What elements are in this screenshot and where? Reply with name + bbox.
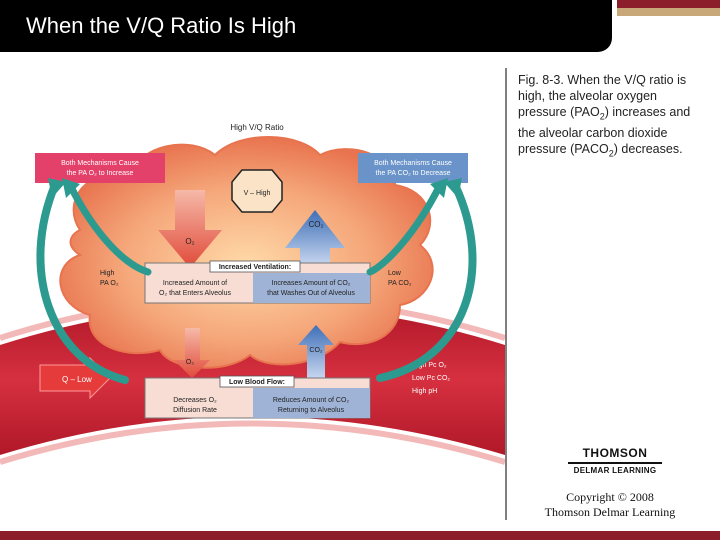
teal-arrowhead-right-inner xyxy=(430,178,448,198)
teal-arrow-left-inner xyxy=(66,181,152,276)
blood-right-line2: Low Pc CO₂ xyxy=(412,375,450,382)
o2-small-arrow xyxy=(174,328,210,378)
blood-flow-title: Low Blood Flow: xyxy=(229,379,285,386)
copyright-notice: Copyright © 2008 Thomson Delmar Learning xyxy=(520,490,700,520)
v-high-octagon xyxy=(231,169,283,213)
teal-arrowhead-right-outer xyxy=(444,178,462,198)
figure-caption: Fig. 8-3. When the V/Q ratio is high, th… xyxy=(518,73,691,158)
teal-arrowhead-left-outer xyxy=(48,178,66,198)
v-high-label: V – High xyxy=(244,190,271,197)
logo-sub-text: DELMAR LEARNING xyxy=(573,465,657,475)
high-pao2-line2: PA O₂ xyxy=(100,280,119,287)
left-box-line1: Both Mechanisms Cause xyxy=(61,160,139,167)
co2-label-top: CO₂ xyxy=(308,220,323,229)
teal-arrow-right-outer xyxy=(376,181,477,382)
bottom-accent-bar xyxy=(0,531,720,540)
blood-right-line3: High pH xyxy=(412,388,437,395)
left-box xyxy=(35,153,165,183)
publisher-logo: THOMSON DELMAR LEARNING xyxy=(560,446,670,475)
accent-stripe-tan xyxy=(617,8,720,16)
q-low-label: Q – Low xyxy=(62,375,92,384)
teal-arrow-left-outer xyxy=(36,181,129,384)
o2-down-arrow xyxy=(158,190,222,268)
vent-right-line2: that Washes Out of Alveolus xyxy=(267,290,355,297)
ventilation-title: Increased Ventilation: xyxy=(219,264,291,271)
flow-right-line2: Returning to Alveolus xyxy=(278,407,345,414)
alveolus-cloud xyxy=(59,136,434,369)
accent-stripe-red xyxy=(617,0,720,8)
ventilation-title-bg xyxy=(209,260,301,273)
high-pao2-line1: High xyxy=(100,270,115,277)
o2-label-bottom: O₂ xyxy=(186,359,194,366)
vent-right-line1: Increases Amount of CO₂ xyxy=(272,280,351,287)
copyright-line1: Copyright © 2008 xyxy=(566,490,654,504)
teal-arrow-right-inner xyxy=(366,181,444,276)
right-box-line1: Both Mechanisms Cause xyxy=(374,160,452,167)
vq-diagram: High V/Q Ratio Both Mechanisms Cause the… xyxy=(0,123,505,465)
blood-right-line1: High Pc O₂ xyxy=(412,362,447,369)
right-box-line2: the PA CO₂ to Decrease xyxy=(376,170,451,177)
teal-arrowhead-left-inner xyxy=(62,178,80,198)
divider-line xyxy=(505,68,507,520)
flow-left-line1: Decreases O₂ xyxy=(173,397,217,404)
title-bar xyxy=(0,0,612,52)
blood-flow-box-right xyxy=(253,388,370,418)
co2-label-bottom: CO₂ xyxy=(309,347,323,354)
low-paco2-line2: PA CO₂ xyxy=(388,280,412,287)
left-box-line2: the PA O₂ to Increase xyxy=(67,170,134,177)
low-paco2-line1: Low xyxy=(388,270,402,277)
o2-label-top: O₂ xyxy=(185,237,194,246)
co2-up-arrow xyxy=(285,210,345,265)
flow-left-line2: Diffusion Rate xyxy=(173,407,217,414)
flow-right-line1: Reduces Amount of CO₂ xyxy=(273,397,350,404)
diagram-header: High V/Q Ratio xyxy=(230,123,284,132)
blood-vessel-lower-edge xyxy=(0,420,505,465)
vent-left-line1: Increased Amount of xyxy=(163,280,227,287)
blood-flow-title-bg xyxy=(219,375,295,388)
right-box xyxy=(358,153,468,183)
copyright-line2: Thomson Delmar Learning xyxy=(544,505,676,519)
slide-title: When the V/Q Ratio Is High xyxy=(26,13,297,38)
logo-main-text: THOMSON xyxy=(582,446,648,460)
ventilation-box-right xyxy=(253,273,370,303)
vent-left-line2: O₂ that Enters Alveolus xyxy=(159,290,231,297)
co2-small-arrow xyxy=(298,325,334,378)
